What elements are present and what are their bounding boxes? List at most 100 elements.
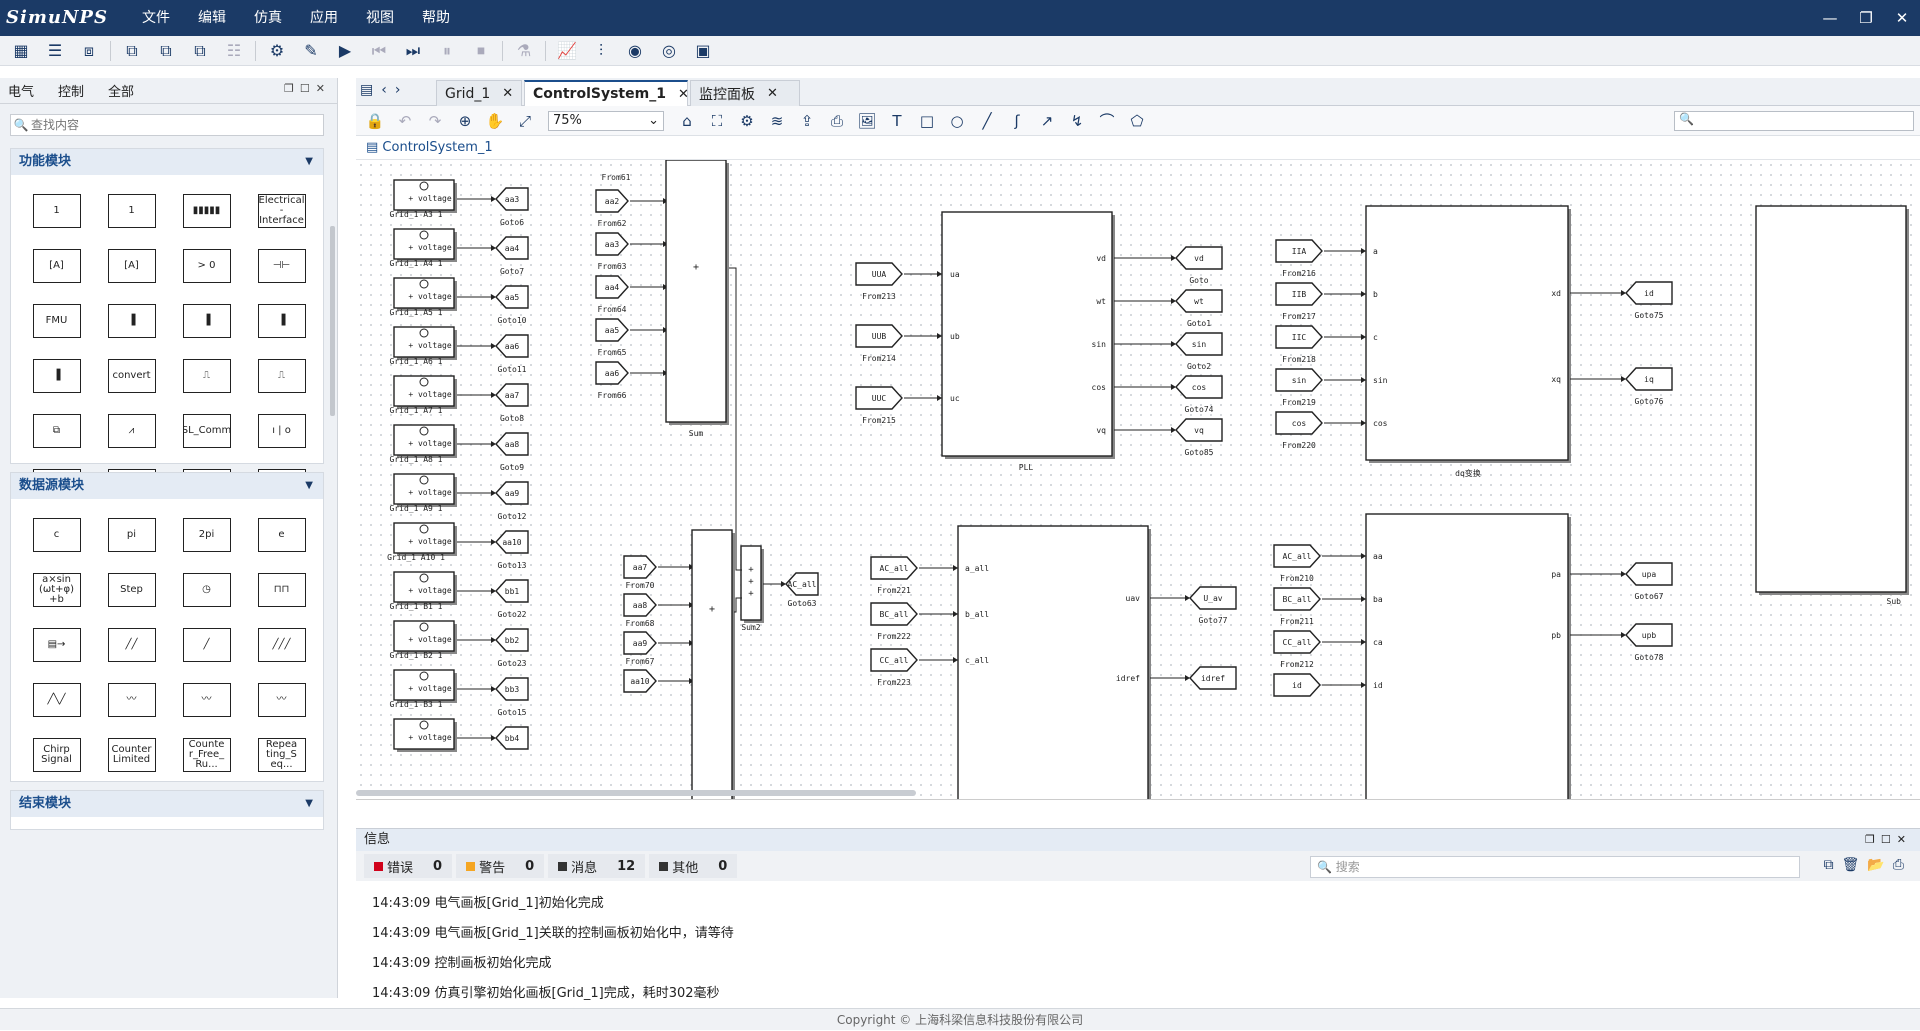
redo-icon[interactable]: ↷ [428, 111, 442, 130]
library-block[interactable]: ⎍ [244, 348, 319, 403]
menu-edit[interactable]: 编辑 [198, 10, 226, 26]
panel-controls[interactable]: ❐☐✕ [1865, 833, 1912, 846]
restore-button[interactable]: ❐ [1859, 9, 1873, 27]
library-block[interactable]: ▐ [169, 293, 244, 348]
stop-icon[interactable]: ⏹ [476, 40, 485, 60]
library-block[interactable]: ⎍ [169, 348, 244, 403]
print-icon[interactable]: ⎙ [830, 111, 843, 130]
tab-controlsystem1[interactable]: ControlSystem_1✕ [524, 80, 689, 106]
canvas-search-input[interactable]: 🔍 [1674, 111, 1914, 131]
library-block[interactable]: 〰 [169, 672, 244, 727]
library-block[interactable]: ╱╲╱ [19, 672, 94, 727]
arc-icon[interactable]: ⌒ [1099, 112, 1115, 130]
image-icon[interactable]: 🖼 [857, 111, 877, 130]
gear-icon[interactable]: ⚙ [740, 111, 754, 130]
library-block[interactable]: a×sin (ωt+φ) +b [19, 562, 94, 617]
library-block[interactable]: SL_Comm [169, 403, 244, 458]
library-block[interactable]: 1 [19, 183, 94, 238]
library-block[interactable]: ▐ [94, 293, 169, 348]
layers-icon[interactable]: ≋ [770, 111, 784, 130]
library-block[interactable]: ▐ [244, 293, 319, 348]
fit-icon[interactable]: ⤢ [518, 111, 531, 130]
section-header[interactable]: 功能模块▼ [11, 149, 323, 175]
library-block[interactable]: ▐ [19, 348, 94, 403]
library-block[interactable]: 〰 [94, 672, 169, 727]
pentagon-icon[interactable]: ⬠ [1130, 111, 1144, 130]
copy-settings-icon[interactable]: ⧉ [194, 40, 206, 60]
library-block[interactable]: Counter Limited [94, 727, 169, 782]
library-block[interactable]: ╱╱╱ [244, 617, 319, 672]
tab-electrical[interactable]: 电气 [8, 85, 35, 100]
menu-help[interactable]: 帮助 [422, 10, 450, 26]
pan-icon[interactable]: ✋ [485, 111, 505, 130]
pause-icon[interactable]: ⏸ [442, 40, 451, 60]
polyline-icon[interactable]: ʃ [1014, 111, 1020, 130]
library-block[interactable]: ⊣⊢ [244, 238, 319, 293]
arrow-icon[interactable]: ↗ [1040, 111, 1054, 130]
copy-add-icon[interactable]: ⧉ [160, 40, 172, 60]
undo-icon[interactable]: ↶ [398, 111, 412, 130]
nav-arrows-icon[interactable]: ▤‹› [360, 82, 409, 98]
library-block[interactable]: ▮▮▮▮▮ [169, 183, 244, 238]
close-icon[interactable]: ✕ [502, 86, 514, 101]
tab-control[interactable]: 控制 [58, 85, 85, 100]
menu-view[interactable]: 视图 [366, 10, 394, 26]
menu-simulation[interactable]: 仿真 [254, 10, 282, 26]
export-icon[interactable]: ⇪ [800, 111, 814, 130]
line-icon[interactable]: ╱ [982, 111, 992, 130]
debug-icon[interactable]: ⚗ [516, 41, 532, 60]
minimize-button[interactable]: — [1822, 9, 1838, 27]
close-icon[interactable]: ✕ [677, 86, 689, 102]
polyline-arrow-icon[interactable]: ↯ [1070, 111, 1084, 130]
run-icon[interactable]: ▶ [338, 41, 352, 60]
grid-icon[interactable]: ▦ [13, 41, 29, 60]
library-block[interactable]: 2pi [169, 507, 244, 562]
section-header[interactable]: 结束模块▼ [11, 791, 323, 817]
tab-grid1[interactable]: Grid_1✕ [436, 80, 522, 106]
library-block[interactable]: Step [94, 562, 169, 617]
library-block[interactable]: Electrical -Interface [244, 183, 319, 238]
library-search[interactable]: 🔍 [10, 114, 324, 136]
library-block[interactable]: e [244, 507, 319, 562]
settings-icon[interactable]: ⚙ [269, 41, 285, 60]
library-block[interactable]: Chirp Signal [19, 727, 94, 782]
library-block[interactable]: pi [94, 507, 169, 562]
tag-icon[interactable]: ⌂ [682, 111, 692, 130]
library-block[interactable]: 1 [94, 183, 169, 238]
menu-application[interactable]: 应用 [310, 10, 338, 26]
zoom-icon[interactable]: ⊕ [458, 111, 472, 130]
library-block[interactable]: 〰 [244, 672, 319, 727]
section-header[interactable]: 数据源模块▼ [11, 473, 323, 499]
close-button[interactable]: ✕ [1895, 9, 1909, 27]
library-scrollbar[interactable] [330, 226, 335, 416]
edit-icon[interactable]: ✎ [304, 41, 318, 60]
chart-icon[interactable]: 📈 [557, 41, 577, 60]
record-icon[interactable]: ◎ [662, 41, 676, 60]
library-block[interactable]: c [19, 507, 94, 562]
step-back-icon[interactable]: ⏮ [371, 40, 387, 60]
zoom-select[interactable]: 75%⌄ [548, 110, 664, 131]
log-actions[interactable]: ⧉🗑📂⎙ [1824, 857, 1912, 873]
panel-icon[interactable]: ⧈ [83, 40, 95, 60]
library-block[interactable]: ◷ [169, 562, 244, 617]
tab-all[interactable]: 全部 [108, 85, 135, 100]
ellipse-icon[interactable]: ○ [950, 111, 964, 130]
library-block[interactable]: Repea ting_S eq... [244, 727, 319, 782]
list-icon[interactable]: ☰ [47, 41, 63, 60]
library-search-input[interactable] [31, 118, 311, 132]
monitor-icon[interactable]: ◉ [628, 41, 642, 60]
close-icon[interactable]: ✕ [767, 86, 778, 101]
settings-list-icon[interactable]: ☷ [226, 41, 242, 60]
library-block[interactable]: Counte r_Free_ Ru... [169, 727, 244, 782]
library-block[interactable]: ╱╱ [94, 617, 169, 672]
tab-monitor-panel[interactable]: 监控面板✕ [690, 80, 800, 106]
library-block[interactable]: [A] [94, 238, 169, 293]
text-icon[interactable]: T [892, 111, 902, 130]
parameters-icon[interactable]: ⫶ [598, 40, 603, 60]
